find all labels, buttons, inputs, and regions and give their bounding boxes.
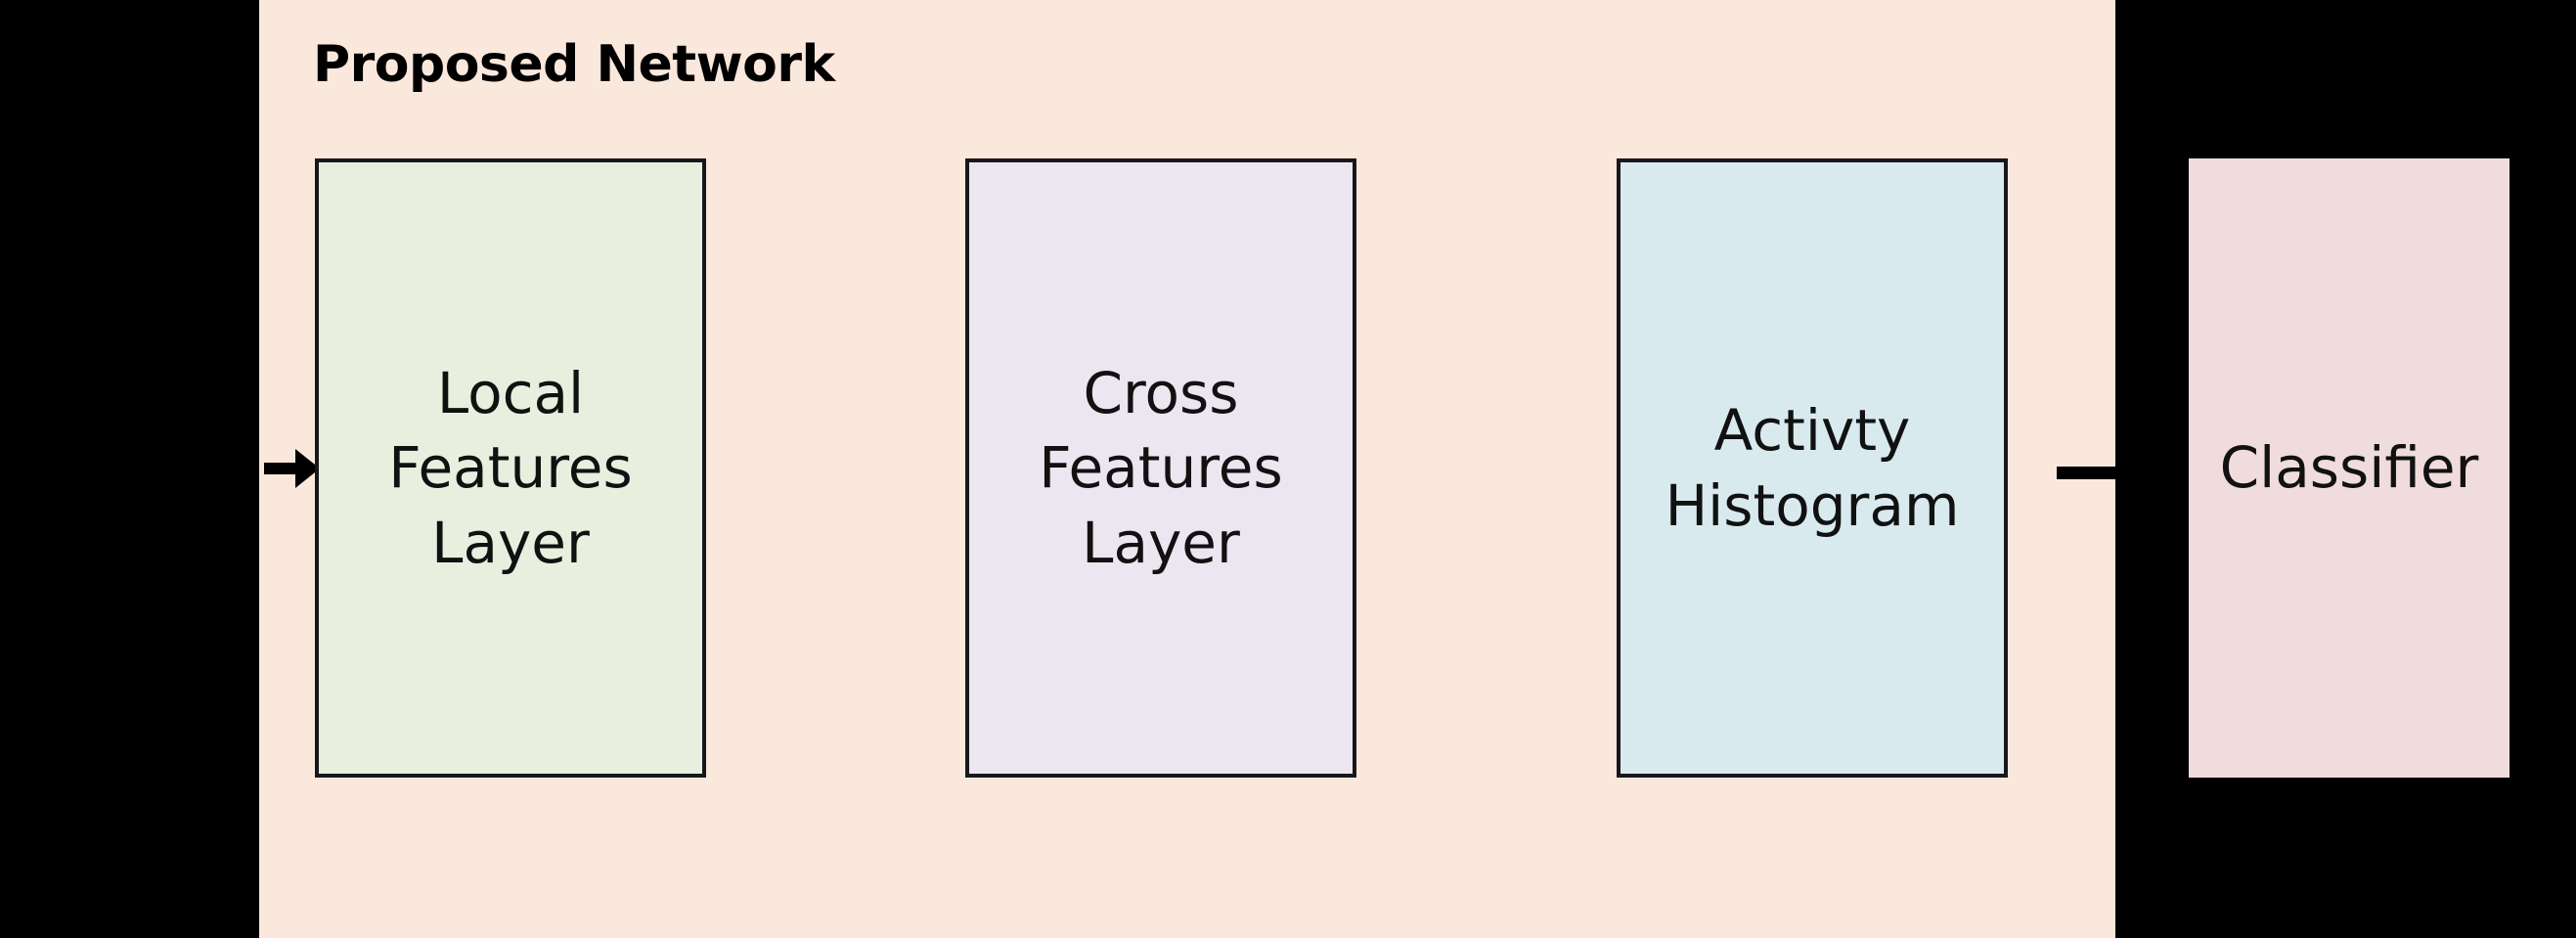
input-arrow-icon — [264, 449, 320, 488]
stage-box-cross-features-layer[interactable]: Cross Features Layer — [965, 158, 1356, 778]
stage-box-local-features-layer[interactable]: Local Features Layer — [315, 158, 706, 778]
stage-label: Classifier — [2219, 434, 2479, 502]
stage-box-activity-histogram[interactable]: Activty Histogram — [1617, 158, 2008, 778]
proposed-network-panel: Proposed Network Local Features Layer Sp… — [259, 0, 2115, 938]
stage-box-classifier[interactable]: Classifier — [2189, 158, 2509, 778]
connector-line-histogram-to-classifier — [2057, 467, 2189, 479]
stage-label: Cross Features Layer — [1039, 359, 1283, 576]
stage-label: Activty Histogram — [1665, 396, 1960, 539]
page-title: Proposed Network — [313, 35, 835, 94]
stage-label: Local Features Layer — [388, 359, 633, 576]
